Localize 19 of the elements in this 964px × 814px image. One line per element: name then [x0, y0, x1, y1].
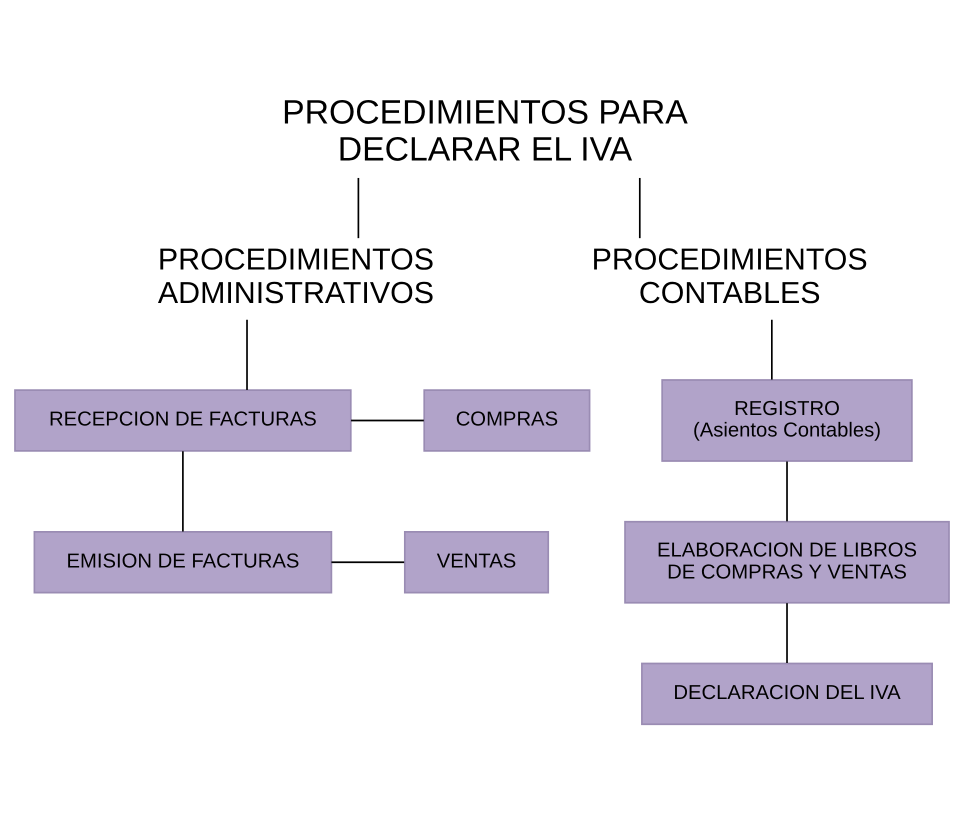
connector: [182, 451, 184, 532]
node-box: REGISTRO (Asientos Contables): [661, 379, 913, 462]
node-text: PROCEDIMIENTOS ADMINISTRATIVOS: [158, 243, 434, 310]
node-box: EMISION DE FACTURAS: [34, 531, 332, 594]
connector: [331, 561, 404, 564]
node-box: ELABORACION DE LIBROS DE COMPRAS Y VENTAS: [624, 520, 950, 604]
connector: [246, 320, 248, 390]
connector: [770, 320, 773, 380]
connector: [786, 603, 788, 663]
connector: [351, 420, 424, 422]
connector: [358, 178, 360, 238]
node-box: VENTAS: [404, 531, 550, 594]
node-text: PROCEDIMIENTOS PARA DECLARAR EL IVA: [282, 94, 688, 169]
node-box: RECEPCION DE FACTURAS: [14, 389, 352, 452]
node-box: DECLARACION DEL IVA: [641, 662, 933, 726]
connector: [638, 178, 641, 238]
connector: [786, 462, 788, 522]
node-text: PROCEDIMIENTOS CONTABLES: [592, 243, 868, 310]
node-box: COMPRAS: [423, 389, 590, 452]
